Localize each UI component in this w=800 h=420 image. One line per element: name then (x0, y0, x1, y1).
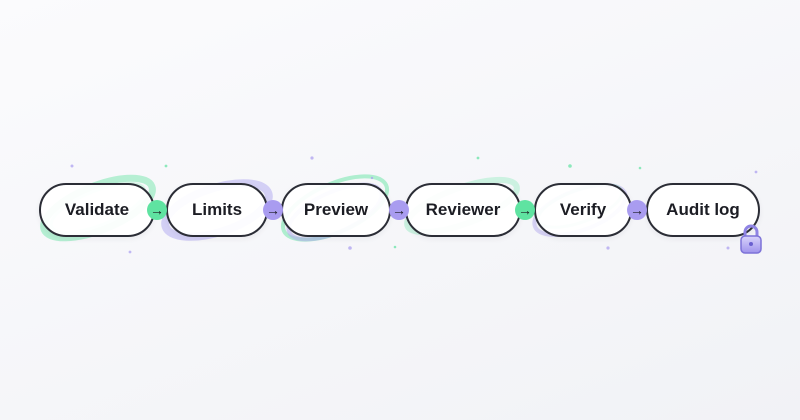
step-label: Limits (191, 200, 243, 219)
step-label: Reviewer (425, 200, 501, 219)
step-label: Preview (303, 200, 369, 219)
arrow-right-icon: → (389, 200, 409, 220)
arrow-right-icon: → (263, 200, 283, 220)
step-reviewer: Reviewer (405, 183, 521, 237)
arrow-right-icon: → (147, 200, 167, 220)
arrow-right-icon: → (627, 200, 647, 220)
arrow-right-icon: → (515, 200, 535, 220)
step-limits: Limits (166, 183, 268, 237)
step-preview: Preview (281, 183, 391, 237)
step-label: Audit log (666, 200, 740, 219)
padlock-icon (740, 224, 762, 254)
step-audit-log: Audit log (646, 183, 760, 237)
step-label: Verify (559, 200, 607, 219)
step-label: Validate (64, 200, 130, 219)
step-validate: Validate (39, 183, 155, 237)
step-verify: Verify (534, 183, 632, 237)
